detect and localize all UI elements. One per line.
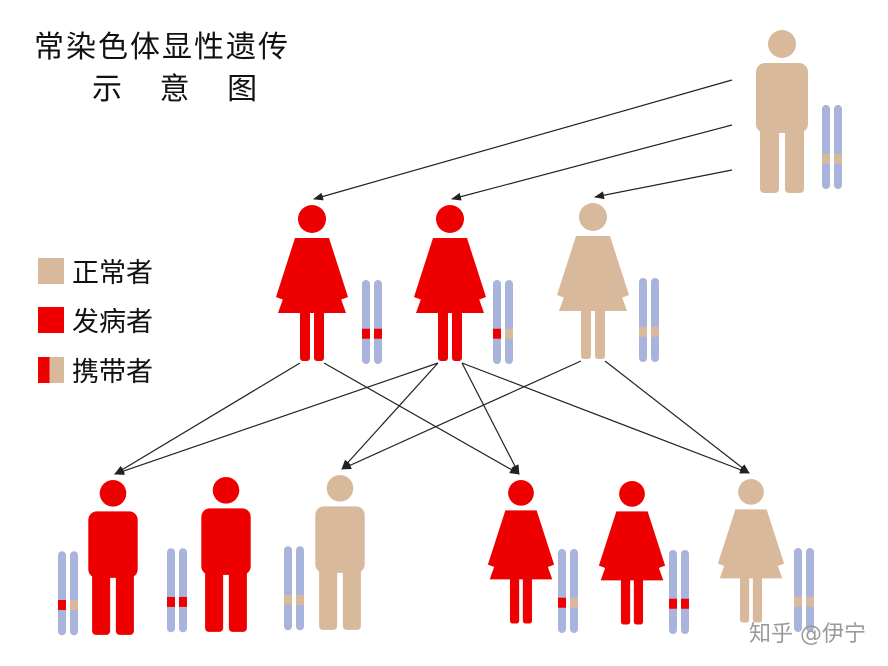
female-figure-g3-woman-1 [487, 480, 555, 624]
inheritance-arrow [114, 362, 439, 475]
legend-affected: 发病者 [38, 300, 153, 339]
gene-band-g3-man-2-2 [179, 596, 187, 607]
inheritance-arrow [604, 360, 750, 474]
gene-band-g2-woman-2-1 [493, 328, 501, 339]
chromosome-pair-g2-woman-1 [362, 280, 382, 364]
male-figure-g3-man-2 [201, 477, 251, 632]
chromosome-g3-woman-1-2 [570, 549, 578, 633]
female-figure-g2-woman-3 [557, 203, 629, 359]
chromosome-g1-father-1 [822, 105, 830, 189]
inheritance-arrow [461, 362, 520, 475]
male-figure-g1-father [756, 30, 808, 193]
gene-band-g3-woman-2-2 [681, 598, 689, 609]
chromosome-pair-g1-father [822, 105, 842, 189]
gene-band-g1-father-2 [834, 153, 842, 164]
legend-affected-swatch [38, 306, 64, 333]
female-figure-g3-woman-2 [598, 481, 666, 625]
gene-band-g3-man-3-1 [284, 594, 292, 605]
chromosome-pair-g3-man-2 [167, 548, 187, 633]
legend-affected-label: 发病者 [72, 307, 153, 338]
chromosome-g3-man-1-1 [58, 551, 66, 636]
male-figure-g3-man-3 [315, 475, 365, 630]
chromosome-g2-woman-3-1 [639, 278, 647, 362]
chromosome-g1-father-2 [834, 105, 842, 189]
gene-band-g3-woman-1-2 [570, 597, 578, 608]
gene-band-g3-woman-3-2 [806, 596, 814, 607]
chromosome-g3-man-3-1 [284, 546, 292, 631]
inheritance-arrow [313, 79, 733, 201]
chromosome-pair-g3-woman-1 [558, 549, 578, 633]
inheritance-arrow [341, 362, 439, 470]
chromosome-g3-woman-2-2 [681, 550, 689, 634]
chromosome-g3-man-3-2 [296, 546, 304, 631]
gene-band-g3-woman-2-1 [669, 598, 677, 609]
gene-band-g3-woman-1-1 [558, 597, 566, 608]
female-figure-g2-woman-2 [414, 205, 486, 361]
chromosome-pair-g3-woman-2 [669, 550, 689, 634]
chromosome-g3-woman-3-1 [794, 548, 802, 632]
inheritance-arrow [114, 362, 301, 475]
inheritance-arrow [461, 362, 750, 474]
inheritance-arrow [594, 169, 733, 200]
gene-band-g2-woman-3-2 [651, 326, 659, 337]
chromosome-g3-woman-2-1 [669, 550, 677, 634]
watermark: 知乎 @伊宁 [749, 622, 866, 647]
chromosome-pair-g3-man-3 [284, 546, 304, 631]
gene-band-g1-father-1 [822, 153, 830, 164]
gene-band-g3-man-1-1 [58, 599, 66, 610]
male-figure-g3-man-1 [88, 480, 138, 635]
chromosome-g3-woman-1-1 [558, 549, 566, 633]
gene-band-g3-man-2-1 [167, 596, 175, 607]
inheritance-arrow [341, 360, 582, 470]
gene-band-g2-woman-2-2 [505, 328, 513, 339]
chromosome-pair-g3-man-1 [58, 551, 78, 636]
chromosome-g3-woman-3-2 [806, 548, 814, 632]
gene-band-g2-woman-3-1 [639, 326, 647, 337]
legend-carrier-label: 携带者 [72, 357, 153, 388]
gene-band-g3-woman-3-1 [794, 596, 802, 607]
gene-band-g3-man-1-2 [70, 599, 78, 610]
legend-normal-swatch [38, 257, 64, 284]
chromosome-g2-woman-2-2 [505, 280, 513, 364]
diagram-title: 常染色体显性遗传 [34, 30, 290, 65]
chromosome-g3-man-2-1 [167, 548, 175, 633]
female-figure-g2-woman-1 [276, 205, 348, 361]
legend-carrier-swatch [38, 356, 64, 383]
female-figure-g3-woman-3 [717, 479, 785, 623]
gene-band-g2-woman-1-1 [362, 328, 370, 339]
chromosome-pair-g2-woman-3 [639, 278, 659, 362]
chromosome-pair-g3-woman-3 [794, 548, 814, 632]
chromosome-g2-woman-2-1 [493, 280, 501, 364]
gene-band-g3-man-3-2 [296, 594, 304, 605]
inheritance-arrow [451, 124, 733, 201]
legend-normal-label: 正常者 [72, 258, 153, 289]
chromosome-g2-woman-1-1 [362, 280, 370, 364]
chromosome-pair-g2-woman-2 [493, 280, 513, 364]
diagram-subtitle: 示 意 图 [92, 72, 272, 107]
legend-carrier: 携带者 [38, 350, 153, 389]
legend-normal: 正常者 [38, 251, 153, 290]
chromosome-g2-woman-1-2 [374, 280, 382, 364]
chromosome-g2-woman-3-2 [651, 278, 659, 362]
chromosome-g3-man-1-2 [70, 551, 78, 636]
inheritance-arrow [323, 362, 520, 475]
gene-band-g2-woman-1-2 [374, 328, 382, 339]
chromosome-g3-man-2-2 [179, 548, 187, 633]
